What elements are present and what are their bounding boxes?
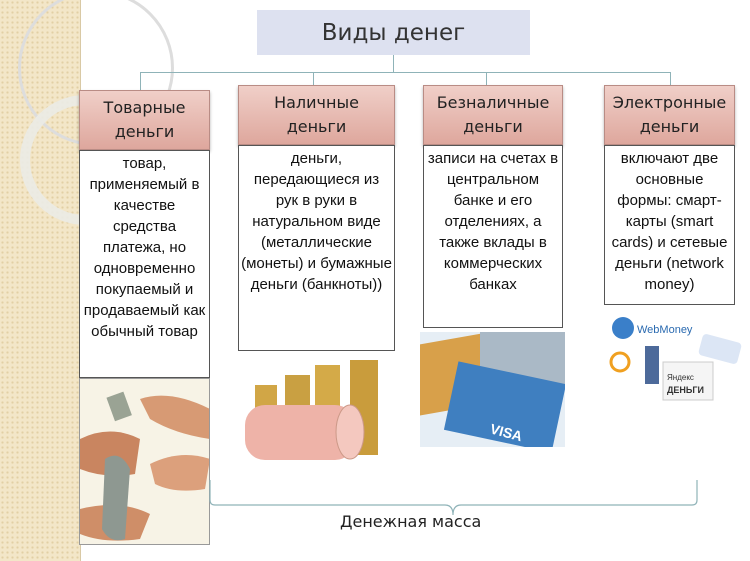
coins-banknotes-illustration	[245, 360, 378, 460]
image-bank-cards: VISA	[420, 332, 565, 447]
bank-cards-illustration: VISA	[420, 332, 565, 447]
money-supply-label: Денежная масса	[340, 512, 482, 531]
description-commodity-money: товар, применяемый в качестве средства п…	[79, 150, 210, 378]
header-noncash-money: Безналичные деньги	[423, 85, 563, 145]
svg-text:ДЕНЬГИ: ДЕНЬГИ	[667, 385, 704, 395]
image-hands-fish	[79, 378, 210, 545]
hands-fish-illustration	[80, 391, 209, 541]
image-e-money-logos: WebMoney Яндекс ДЕНЬГИ	[605, 312, 745, 404]
e-money-logos-illustration: WebMoney Яндекс ДЕНЬГИ	[609, 317, 742, 401]
description-electronic-money: включают две основные формы: смарт-карты…	[604, 145, 735, 305]
header-electronic-money: Электронные деньги	[604, 85, 735, 145]
header-cash-money: Наличные деньги	[238, 85, 395, 145]
description-noncash-money: записи на счетах в центральном банке и е…	[423, 145, 563, 328]
connector	[140, 72, 141, 90]
money-supply-brace	[209, 480, 698, 516]
diagram-title: Виды денег	[257, 10, 530, 55]
svg-text:Яндекс: Яндекс	[667, 373, 694, 382]
connector	[313, 72, 314, 85]
image-coins-banknotes	[240, 360, 390, 470]
connector	[670, 72, 671, 85]
header-commodity-money: Товарные деньги	[79, 90, 210, 150]
description-cash-money: деньги, передающиеся из рук в руки в нат…	[238, 145, 395, 351]
connector	[486, 72, 487, 85]
webmoney-logo: WebMoney	[637, 324, 693, 336]
connector	[393, 55, 394, 72]
connector	[140, 72, 671, 73]
